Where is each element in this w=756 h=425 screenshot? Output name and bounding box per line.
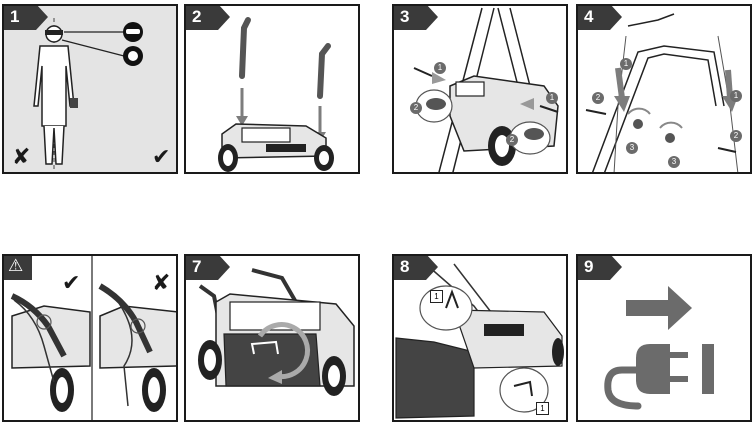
step-number: 7 xyxy=(192,257,202,276)
step-4-panel: 4 1 1 2 2 3 3 xyxy=(576,4,752,174)
step-8-panel: 8 1 1 xyxy=(392,254,568,422)
step-7-badge: 7 xyxy=(186,256,230,280)
warning-panel: ⚠ ✔ ✘ xyxy=(2,254,178,422)
step-number: 8 xyxy=(400,257,410,276)
plug-in-power-illustration xyxy=(604,286,714,410)
step-number: 3 xyxy=(400,7,410,26)
secure-handles-with-knobs-illustration xyxy=(413,7,559,172)
step-number: 1 xyxy=(10,7,20,26)
callout-1: 1 xyxy=(730,90,742,102)
callout-2: 2 xyxy=(410,102,422,114)
step-4-badge: 4 xyxy=(578,6,622,30)
cable-routing-illustration xyxy=(10,256,176,420)
cross-mark: ✘ xyxy=(152,271,171,296)
callout-1: 1 xyxy=(434,62,446,74)
step-1-badge: 1 xyxy=(4,6,48,30)
warning-badge: ⚠ xyxy=(4,256,48,280)
position-marker: 1 xyxy=(430,290,443,303)
person-with-ppe-illustration xyxy=(33,18,143,171)
position-marker: 1 xyxy=(536,402,549,415)
callout-3: 3 xyxy=(626,142,638,154)
attach-lower-handles-illustration xyxy=(218,17,334,172)
callout-1: 1 xyxy=(620,58,632,70)
callout-1: 1 xyxy=(546,92,558,104)
step-9-badge: 9 xyxy=(578,256,622,280)
callout-2: 2 xyxy=(506,134,518,146)
attach-grass-bag-illustration xyxy=(198,268,355,396)
step-2-panel: 2 xyxy=(184,4,360,174)
callout-3: 3 xyxy=(668,156,680,168)
step-number: 2 xyxy=(192,7,202,26)
attach-upper-handle-illustration xyxy=(585,13,739,172)
step-number: 9 xyxy=(584,257,594,276)
check-mark: ✔ xyxy=(152,145,171,170)
step-2-badge: 2 xyxy=(186,6,230,30)
cross-mark: ✘ xyxy=(12,145,31,170)
step-7-panel: 7 xyxy=(184,254,360,422)
step-3-panel: 3 1 2 1 2 xyxy=(392,4,568,174)
step-number: 4 xyxy=(584,7,594,26)
adjust-cutting-height-illustration xyxy=(395,263,564,419)
step-8-badge: 8 xyxy=(394,256,438,280)
warning-icon: ⚠ xyxy=(8,256,24,276)
step-1-panel: 1 ✘ ✔ xyxy=(2,4,178,174)
callout-2: 2 xyxy=(592,92,604,104)
step-3-badge: 3 xyxy=(394,6,438,30)
callout-2: 2 xyxy=(730,130,742,142)
step-9-panel: 9 xyxy=(576,254,752,422)
check-mark: ✔ xyxy=(62,271,81,296)
